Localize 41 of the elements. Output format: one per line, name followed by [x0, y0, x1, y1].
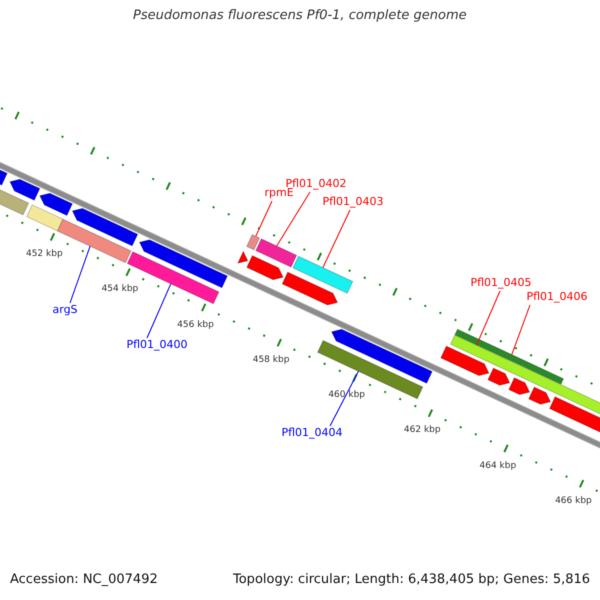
gene-label: Pfl01_0406	[526, 290, 588, 304]
gene-feature	[440, 346, 490, 376]
scale-label: 452 kbp	[26, 249, 63, 260]
scale-label: 466 kbp	[555, 496, 592, 506]
leader-line	[255, 200, 272, 237]
gene-feature	[246, 255, 284, 280]
genome-summary-text: Topology: circular; Length: 6,438,405 bp; Genes: 5,816	[233, 573, 590, 588]
gene-feature	[9, 178, 40, 201]
scale-label: 454 kbp	[102, 284, 138, 295]
leader-line	[511, 304, 530, 356]
gene-label: Pfl01_0405	[470, 276, 532, 290]
gene-bar	[246, 234, 260, 250]
scale-label: 460 kbp	[328, 390, 366, 400]
accession-text: Accession: NC_007492	[10, 573, 158, 588]
gene-feature	[237, 251, 248, 264]
gene-feature	[72, 208, 138, 246]
gene-label: argS	[52, 304, 78, 316]
scale-label: 456 kbp	[177, 320, 214, 330]
gene-bar	[255, 238, 298, 268]
leader-line	[476, 290, 500, 346]
gene-bar	[26, 204, 64, 232]
gene-feature	[138, 239, 228, 288]
leader-line	[70, 246, 91, 304]
scale-label: 462 kbp	[404, 425, 441, 436]
gene-label: Pfl01_0403	[322, 196, 384, 208]
scale-label: 464 kbp	[480, 460, 516, 471]
gene-feature	[39, 192, 73, 216]
title: Pseudomonas fluorescens Pf0-1, complete genome	[133, 9, 467, 24]
gene-feature	[487, 368, 510, 386]
gene-bar	[317, 340, 424, 400]
gene-feature	[508, 377, 530, 396]
gene-label: Pfl01_0404	[282, 426, 343, 440]
gene-bar	[454, 328, 564, 385]
leader-line	[322, 210, 350, 268]
gene-feature	[331, 328, 433, 384]
gene-feature	[282, 272, 338, 306]
leader-line	[330, 370, 359, 426]
scale-label: 458 kbp	[252, 354, 290, 366]
gene-label: Pfl01_0400	[126, 338, 188, 352]
gene-bar	[292, 256, 354, 294]
leader-line	[276, 192, 310, 246]
